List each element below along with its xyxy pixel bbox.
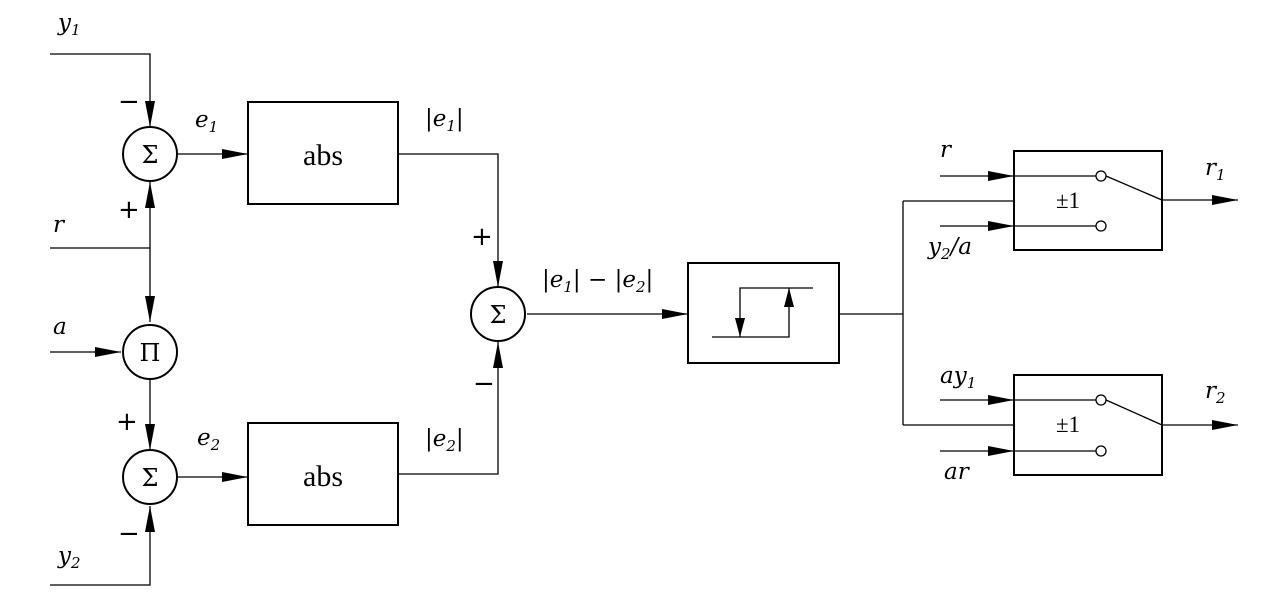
- product-symbol: Π: [140, 339, 161, 367]
- label-r2: r2: [1205, 378, 1226, 407]
- sum-symbol: Σ: [142, 141, 159, 169]
- hysteresis-icon: [712, 287, 813, 338]
- label-switch1-in1: r: [940, 137, 953, 163]
- sign-minus-e2: −: [473, 369, 495, 399]
- label-e2: e2: [197, 425, 220, 454]
- wire-abs-e2: [398, 342, 503, 475]
- label-abs-e2: |e2|: [425, 426, 464, 455]
- sum-junction-bottom: Σ: [122, 449, 178, 505]
- switch-contact: [1095, 445, 1107, 457]
- wire-abs-e1: [398, 153, 503, 287]
- sign-plus-e1: +: [471, 222, 493, 252]
- wire-y1: [50, 53, 155, 127]
- switch-gain-label: ±1: [1056, 412, 1080, 437]
- label-r1: r1: [1205, 155, 1226, 184]
- switch-lever: [1105, 399, 1163, 426]
- label-switch1-in2: y2/a: [927, 234, 972, 263]
- sign-minus-y2: −: [118, 519, 140, 549]
- product-junction: Π: [122, 324, 178, 380]
- abs-block-bottom: abs: [247, 422, 399, 526]
- sum-symbol: Σ: [142, 464, 159, 492]
- label-switch2-in2: ar: [944, 459, 971, 485]
- sign-plus-r: +: [118, 195, 140, 225]
- relay-block: [687, 262, 840, 364]
- switch-block-top: ±1: [1013, 150, 1163, 251]
- abs-label: abs: [303, 460, 343, 493]
- label-y2: y2: [57, 543, 81, 572]
- switch-block-bottom: ±1: [1013, 374, 1163, 476]
- sum-junction-middle: Σ: [470, 286, 526, 342]
- switch-gain-label: ±1: [1056, 188, 1080, 213]
- sum-symbol: Σ: [490, 301, 507, 329]
- abs-label: abs: [303, 139, 343, 172]
- sign-minus-y1: −: [118, 87, 140, 117]
- label-abs-e1: |e1|: [425, 106, 464, 135]
- sum-junction-top: Σ: [122, 126, 178, 182]
- label-y1: y1: [57, 10, 81, 39]
- label-r: r: [53, 212, 66, 238]
- switch-lever: [1105, 175, 1163, 201]
- label-e1: e1: [195, 107, 218, 136]
- sign-plus-product: +: [116, 407, 138, 437]
- label-abs-difference: |e1| − |e2|: [542, 267, 653, 296]
- abs-block-top: abs: [247, 101, 399, 205]
- label-a: a: [53, 314, 67, 340]
- label-switch2-in1: ay1: [940, 363, 976, 392]
- wire-y2: [50, 506, 155, 586]
- switch-contact: [1095, 220, 1107, 232]
